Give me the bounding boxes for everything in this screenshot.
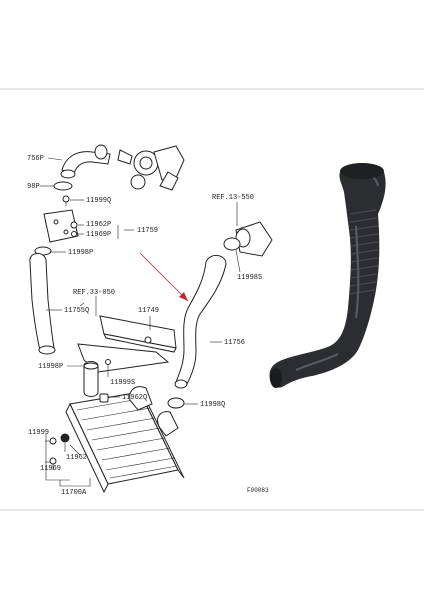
hose-photo-end-top: [340, 163, 384, 179]
label-11999S: 11999S: [110, 379, 135, 387]
label-11998S: 11998S: [237, 274, 262, 282]
heat-shield-11749: [99, 315, 177, 353]
hose-clamp-11998S: [223, 237, 241, 251]
label-11755Q: 11755Q: [64, 307, 89, 315]
label-11962P: 11962P: [86, 221, 111, 229]
throttle-body-ref13: [235, 221, 273, 257]
label-11756: 11756: [224, 339, 245, 347]
turbo-outlet-pipe: [60, 144, 111, 179]
bolt-11969: [49, 457, 57, 470]
label-11969P: 11969P: [86, 231, 111, 239]
label-98P: 98P: [27, 183, 40, 191]
turbocharger: [117, 145, 185, 191]
figure-code: F00083: [247, 487, 269, 494]
label-11700A: 11700A: [61, 489, 87, 497]
pipe-stub-11998P-lower: [83, 361, 99, 397]
hose-photo-end-bottom: [270, 368, 282, 388]
label-11998P: 11998P: [68, 249, 93, 257]
label-11962Q: 11962Q: [122, 394, 147, 402]
label-11998Q: 11998Q: [200, 401, 225, 409]
label-11999Q-top: 11999Q: [86, 197, 111, 205]
hose-photo-body: [269, 163, 386, 388]
intercooler-hose-left: [29, 253, 56, 355]
label-ref33: REF.33-050: [73, 289, 115, 297]
bracket-11759: [43, 209, 79, 243]
hose-photo-ribs: [348, 209, 379, 295]
label-11962: 11962: [66, 454, 87, 462]
hose-product-photo: [269, 163, 386, 388]
label-11759: 11759: [137, 227, 158, 235]
lower-heat-shield: [77, 343, 170, 373]
label-11969: 11969: [40, 465, 61, 473]
hose-clamp-98P: [53, 181, 73, 191]
bolt-11999S: [105, 359, 111, 365]
intercooler-11700A: [65, 386, 185, 494]
highlight-arrow: [139, 252, 189, 302]
intercooler-hose-11756: [174, 255, 227, 389]
label-11749: 11749: [138, 307, 159, 315]
label-ref13: REF.13-550: [212, 194, 254, 202]
leader-lines: [40, 157, 241, 487]
label-11999: 11999: [28, 429, 49, 437]
grommet-11962: [60, 433, 70, 443]
bolt-11999Q-top: [62, 195, 70, 206]
bolt-11999: [49, 437, 57, 445]
label-11998P-lower: 11998P: [38, 363, 63, 371]
label-756P: 756P: [27, 155, 44, 163]
grommet-11962Q: [99, 393, 109, 403]
hose-clamp-11998Q: [167, 397, 185, 409]
